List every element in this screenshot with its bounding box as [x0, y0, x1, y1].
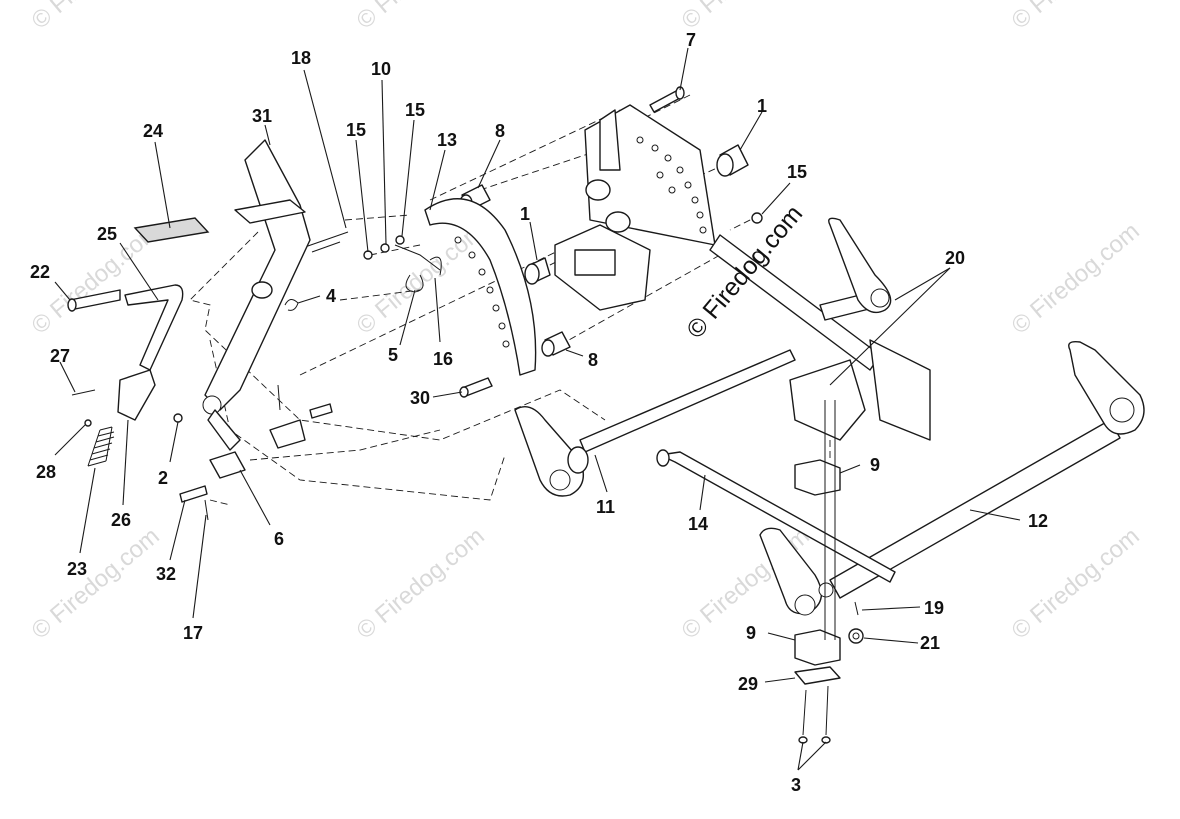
- watermarks: © Firedog.com © Firedog.com © Firedog.co…: [27, 0, 1145, 645]
- nut-15-c: [751, 212, 763, 224]
- callout-17: 17: [183, 623, 203, 643]
- callout-28: 28: [36, 462, 56, 482]
- callout-12: 12: [1028, 511, 1048, 531]
- watermark: © Firedog.com: [27, 0, 165, 35]
- callout-2: 2: [158, 468, 168, 488]
- nut-15-b: [395, 235, 405, 245]
- callout-13: 13: [437, 130, 457, 150]
- frame-bracket: [554, 104, 931, 441]
- spacer-8-lower: [541, 331, 571, 357]
- callout-10: 10: [371, 59, 391, 79]
- plate-29: [794, 666, 841, 685]
- adjust-holes: [636, 136, 707, 234]
- callout-15: 15: [405, 100, 425, 120]
- cotter-pin-17: [204, 384, 281, 521]
- clip-4: [284, 299, 299, 311]
- callout-4: 4: [326, 286, 336, 306]
- callout-22: 22: [30, 262, 50, 282]
- bracket-26: [117, 369, 156, 421]
- callout-9: 9: [746, 623, 756, 643]
- lower-arm: [759, 527, 834, 616]
- callout-15: 15: [346, 120, 366, 140]
- watermark: © Firedog.com: [677, 0, 815, 35]
- hanger-rod: [824, 400, 836, 640]
- callout-29: 29: [738, 674, 758, 694]
- watermark: © Firedog.com: [352, 218, 490, 340]
- cross-shaft-12: [829, 340, 1145, 599]
- pin-32: [179, 485, 208, 503]
- pedal-pad-24: [133, 199, 306, 243]
- callout-3: 3: [791, 775, 801, 795]
- callout-5: 5: [388, 345, 398, 365]
- callout-31: 31: [252, 106, 272, 126]
- lift-shaft-20: [819, 217, 892, 321]
- callout-8: 8: [495, 121, 505, 141]
- callout-14: 14: [688, 514, 708, 534]
- bolt-18: [304, 231, 349, 253]
- block-9-lower: [794, 629, 841, 666]
- nut-28: [84, 419, 92, 427]
- callout-24: 24: [143, 121, 163, 141]
- bolt-3: [798, 685, 831, 744]
- callout-11: 11: [596, 497, 615, 517]
- callout-7: 7: [686, 30, 696, 50]
- callout-18: 18: [291, 48, 311, 68]
- callout-20: 20: [945, 248, 965, 268]
- callout-9: 9: [870, 455, 880, 475]
- callout-21: 21: [920, 633, 940, 653]
- callout-19: 19: [924, 598, 944, 618]
- bushing-1-lower: [524, 257, 551, 285]
- watermark: © Firedog.com: [352, 523, 490, 645]
- callout-15: 15: [787, 162, 807, 182]
- link-rod-14: [656, 449, 896, 583]
- callout-6: 6: [274, 529, 284, 549]
- callout-16: 16: [433, 349, 453, 369]
- pin-7: [649, 86, 685, 113]
- nut-2: [173, 413, 183, 423]
- callout-27: 27: [50, 346, 70, 366]
- nut-10: [380, 243, 390, 253]
- callout-1: 1: [520, 204, 530, 224]
- leader-lines: [54, 47, 1021, 771]
- callout-32: 32: [156, 564, 176, 584]
- callout-25: 25: [97, 224, 117, 244]
- callout-23: 23: [67, 559, 87, 579]
- sector-plate-13: [424, 198, 537, 376]
- callout-30: 30: [410, 388, 430, 408]
- watermark: © Firedog.com: [1007, 523, 1145, 645]
- pedal-arm-31: [202, 139, 311, 451]
- watermark: © Firedog.com: [1007, 218, 1145, 340]
- callout-26: 26: [111, 510, 131, 530]
- cotter-pin-19: [854, 601, 859, 616]
- nut-15-a: [363, 250, 373, 260]
- bushing-1-upper: [716, 144, 749, 177]
- block-9-upper: [794, 459, 841, 496]
- watermark: © Firedog.com: [27, 523, 165, 645]
- watermark: © Firedog.com: [352, 0, 490, 35]
- washer-21: [848, 628, 864, 644]
- spring-23: [87, 426, 115, 467]
- callout-1: 1: [757, 96, 767, 116]
- watermark: © Firedog.com: [1007, 0, 1145, 35]
- callout-numbers: 1 1 2 3 4 5 6 7 8 8 9 9 10 11 12 13 14 1…: [30, 30, 1048, 795]
- callout-8: 8: [588, 350, 598, 370]
- pin-30: [459, 377, 493, 398]
- handle-22-25: [67, 284, 184, 371]
- lift-arm-11: [514, 349, 796, 497]
- pivot-block-6: [209, 403, 333, 479]
- pin-27: [71, 389, 96, 396]
